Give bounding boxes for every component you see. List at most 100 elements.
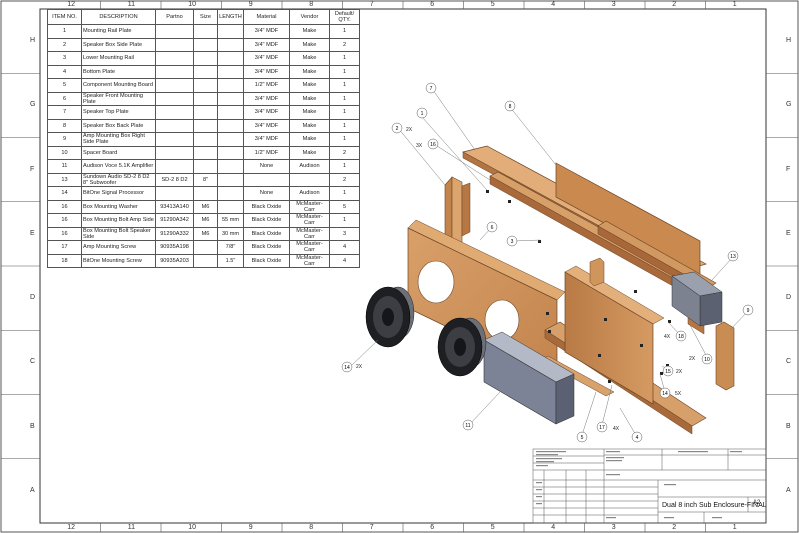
zone-row-label: E xyxy=(786,229,791,237)
balloon: 13 xyxy=(727,250,739,262)
quantity-callout: 3X xyxy=(416,143,423,149)
svg-text:15: 15 xyxy=(665,369,671,375)
zone-column-label: 8 xyxy=(309,1,314,8)
zone-column-label: 4 xyxy=(551,524,556,531)
bom-header: Size xyxy=(193,9,218,25)
svg-text:3: 3 xyxy=(511,239,514,245)
zone-row-label: A xyxy=(786,486,791,494)
zone-row-label: A xyxy=(30,486,35,494)
balloon: 6 xyxy=(486,221,498,233)
zone-column-label: 6 xyxy=(430,524,435,531)
balloon: 14 xyxy=(659,387,671,399)
zone-column-label: 5 xyxy=(490,1,495,8)
balloon: 8 xyxy=(504,100,516,112)
zone-column-label: 4 xyxy=(551,1,556,8)
bom-cell: Mounting Rail Plate xyxy=(81,24,156,39)
zone-row-label: D xyxy=(30,294,36,302)
svg-text:14: 14 xyxy=(344,365,350,371)
bom-cell: Make xyxy=(289,37,330,52)
svg-text:14: 14 xyxy=(662,391,668,397)
balloon: 2 xyxy=(391,122,403,134)
bom-header: LENGTH xyxy=(217,9,244,25)
quantity-callout: 5X xyxy=(675,391,682,397)
zone-column-label: 6 xyxy=(430,1,435,8)
bom-cell: Box Mounting Bolt Speaker Side xyxy=(81,226,156,241)
bom-header-row: ITEM NO. DESCRIPTION Partno Size LENGTH … xyxy=(47,9,360,25)
zone-column-label: 8 xyxy=(309,524,314,531)
component-mounting-board xyxy=(564,257,665,405)
bom-cell: 2 xyxy=(329,37,360,52)
sheet-size: A2 xyxy=(753,500,761,506)
balloon: 16 xyxy=(427,138,439,150)
zone-column-label: 2 xyxy=(672,1,677,8)
balloon: 18 xyxy=(675,330,687,342)
balloon: 17 xyxy=(596,421,608,433)
bom-cell: 1 xyxy=(329,24,360,39)
zone-row-label: C xyxy=(30,358,36,366)
zone-row-label: H xyxy=(30,37,36,45)
quantity-callout: 4X xyxy=(664,334,671,340)
zone-column-label: 3 xyxy=(611,524,616,531)
zone-row-label: B xyxy=(786,422,791,430)
zone-row-label: B xyxy=(30,422,35,430)
quantity-callout: 2X xyxy=(406,127,413,133)
svg-text:6: 6 xyxy=(491,225,494,231)
zone-row-label: C xyxy=(786,358,792,366)
subwoofer-right xyxy=(437,317,487,377)
bitone-processor xyxy=(671,271,723,327)
quantity-callout: 2X xyxy=(689,356,696,362)
leader-lines xyxy=(351,89,749,438)
bom-cell: McMaster-Carr xyxy=(289,253,330,268)
svg-text:16: 16 xyxy=(430,142,436,148)
zone-row-label: F xyxy=(30,165,35,173)
zone-column-label: 11 xyxy=(127,1,136,8)
zone-column-label: 9 xyxy=(248,1,253,8)
svg-text:10: 10 xyxy=(704,357,710,363)
zone-column-label: 10 xyxy=(188,1,197,8)
zone-row-label: F xyxy=(786,165,791,173)
bill-of-materials: ITEM NO. DESCRIPTION Partno Size LENGTH … xyxy=(47,9,360,268)
bom-header: DESCRIPTION xyxy=(81,9,156,25)
svg-text:4: 4 xyxy=(636,435,639,441)
speaker-box-side-plate xyxy=(444,176,471,247)
svg-text:9: 9 xyxy=(747,308,750,314)
svg-text:8: 8 xyxy=(509,104,512,110)
speaker-front-mounting-plate xyxy=(407,219,566,381)
balloon: 5 xyxy=(576,431,588,443)
mounting-bolts xyxy=(486,190,671,383)
svg-text:2: 2 xyxy=(396,126,399,132)
balloon: 11 xyxy=(462,419,474,431)
zone-row-label: G xyxy=(786,101,792,109)
amp-box-right-side-plate xyxy=(715,321,735,391)
zone-column-label: 9 xyxy=(248,524,253,531)
bom-header: Partno xyxy=(155,9,194,25)
balloon: 10 xyxy=(701,353,713,365)
zone-column-label: 2 xyxy=(672,524,677,531)
zone-column-label: 1 xyxy=(732,1,737,8)
svg-text:13: 13 xyxy=(730,254,736,260)
balloon: 7 xyxy=(425,82,437,94)
zone-column-label: 7 xyxy=(369,1,374,8)
bom-cell: 4 xyxy=(329,253,360,268)
zone-column-label: 11 xyxy=(127,524,136,531)
balloon: 15 xyxy=(662,365,674,377)
zone-column-label: 12 xyxy=(67,1,76,8)
zone-column-label: 7 xyxy=(369,524,374,531)
bom-cell: BitOne Mounting Screw xyxy=(81,253,156,268)
balloon: 4 xyxy=(631,431,643,443)
balloon: 14 xyxy=(341,361,353,373)
quantity-callout: 2X xyxy=(356,364,363,370)
zone-row-label: G xyxy=(30,101,36,109)
